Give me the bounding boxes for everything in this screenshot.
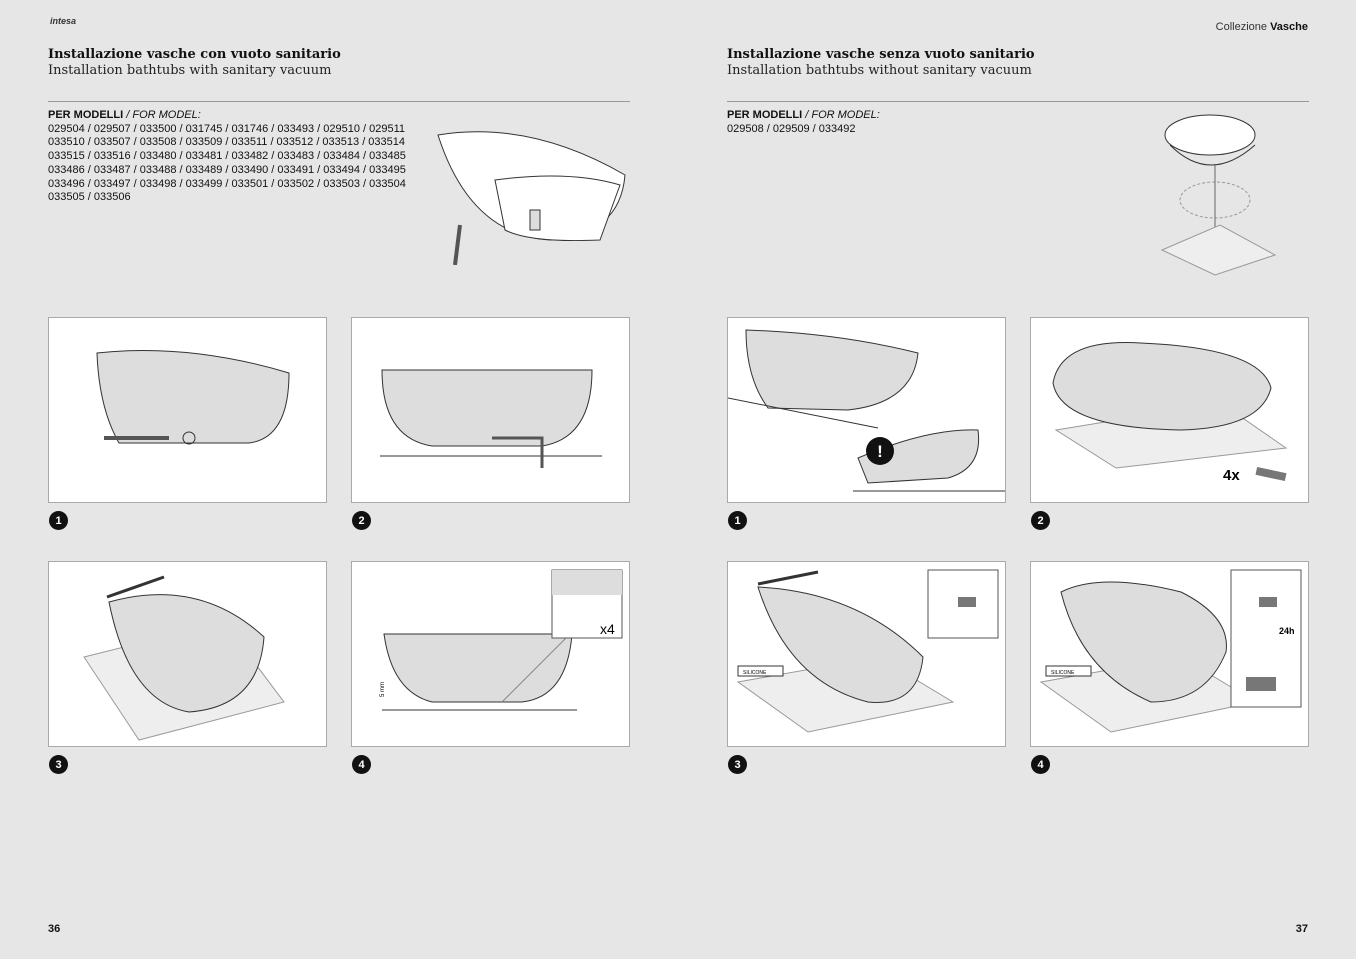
collection-label: Collezione Vasche — [1216, 21, 1308, 33]
step-4-illustration: x4 5 mm — [351, 561, 630, 747]
right-divider — [727, 101, 1309, 102]
model-line: 033496 / 033497 / 033498 / 033499 / 0335… — [48, 177, 406, 190]
left-divider — [48, 101, 630, 102]
step-number: 2 — [352, 511, 371, 530]
step-number: 3 — [728, 755, 747, 774]
model-line: 033515 / 033516 / 033480 / 033481 / 0334… — [48, 150, 406, 163]
silicone-label: SILICONE — [743, 670, 767, 676]
collection-prefix: Collezione — [1215, 21, 1268, 33]
warning-icon: ! — [877, 442, 883, 461]
model-line: 033510 / 033507 / 033508 / 033509 / 0335… — [48, 136, 406, 149]
step-2-illustration: 4x — [1030, 317, 1309, 503]
models-label: PER MODELLI — [48, 109, 124, 121]
right-title-en: Installation bathtubs without sanitary v… — [727, 63, 1032, 78]
right-title-it: Installazione vasche senza vuoto sanitar… — [727, 47, 1035, 62]
right-models: PER MODELLI / FOR MODEL: 029508 / 029509… — [727, 109, 880, 136]
left-models: PER MODELLI / FOR MODEL: 029504 / 029507… — [48, 109, 406, 205]
step-number: 1 — [728, 511, 747, 530]
step-number: 4 — [352, 755, 371, 774]
step-1-illustration — [48, 317, 327, 503]
quantity-label: 4x — [1223, 467, 1240, 484]
step-3-illustration — [48, 561, 327, 747]
step-number: 3 — [49, 755, 68, 774]
step-number: 1 — [49, 511, 68, 530]
silicone-label: SILICONE — [1051, 670, 1075, 676]
left-title-en: Installation bathtubs with sanitary vacu… — [48, 63, 332, 78]
brand-logo: intesa — [50, 16, 77, 26]
model-line: 029508 / 029509 / 033492 — [727, 122, 856, 135]
quantity-label: x4 — [600, 621, 615, 637]
hero-bathtub-illustration — [1160, 114, 1277, 276]
step-3-illustration: SILICONE — [727, 561, 1006, 747]
model-line: 033486 / 033487 / 033488 / 033489 / 0334… — [48, 163, 406, 176]
page-number-left: 36 — [48, 923, 61, 935]
models-label-en: / FOR MODEL: — [126, 109, 201, 121]
spacing-label: 5 mm — [380, 682, 386, 697]
step-4-illustration: 24h SILICONE — [1030, 561, 1309, 747]
models-label-en: / FOR MODEL: — [805, 109, 880, 121]
model-line: 029504 / 029507 / 033500 / 031745 / 0317… — [48, 122, 406, 135]
hero-bathtub-illustration — [437, 131, 626, 265]
models-label: PER MODELLI — [727, 109, 803, 121]
step-number: 4 — [1031, 755, 1050, 774]
cure-time-label: 24h — [1279, 626, 1295, 636]
collection-name: Vasche — [1270, 21, 1308, 33]
left-title-it: Installazione vasche con vuoto sanitario — [48, 47, 341, 62]
step-number: 2 — [1031, 511, 1050, 530]
step-2-illustration — [351, 317, 630, 503]
page-number-right: 37 — [1295, 923, 1308, 935]
step-1-illustration: ! — [727, 317, 1006, 503]
model-line: 033505 / 033506 — [48, 191, 131, 204]
